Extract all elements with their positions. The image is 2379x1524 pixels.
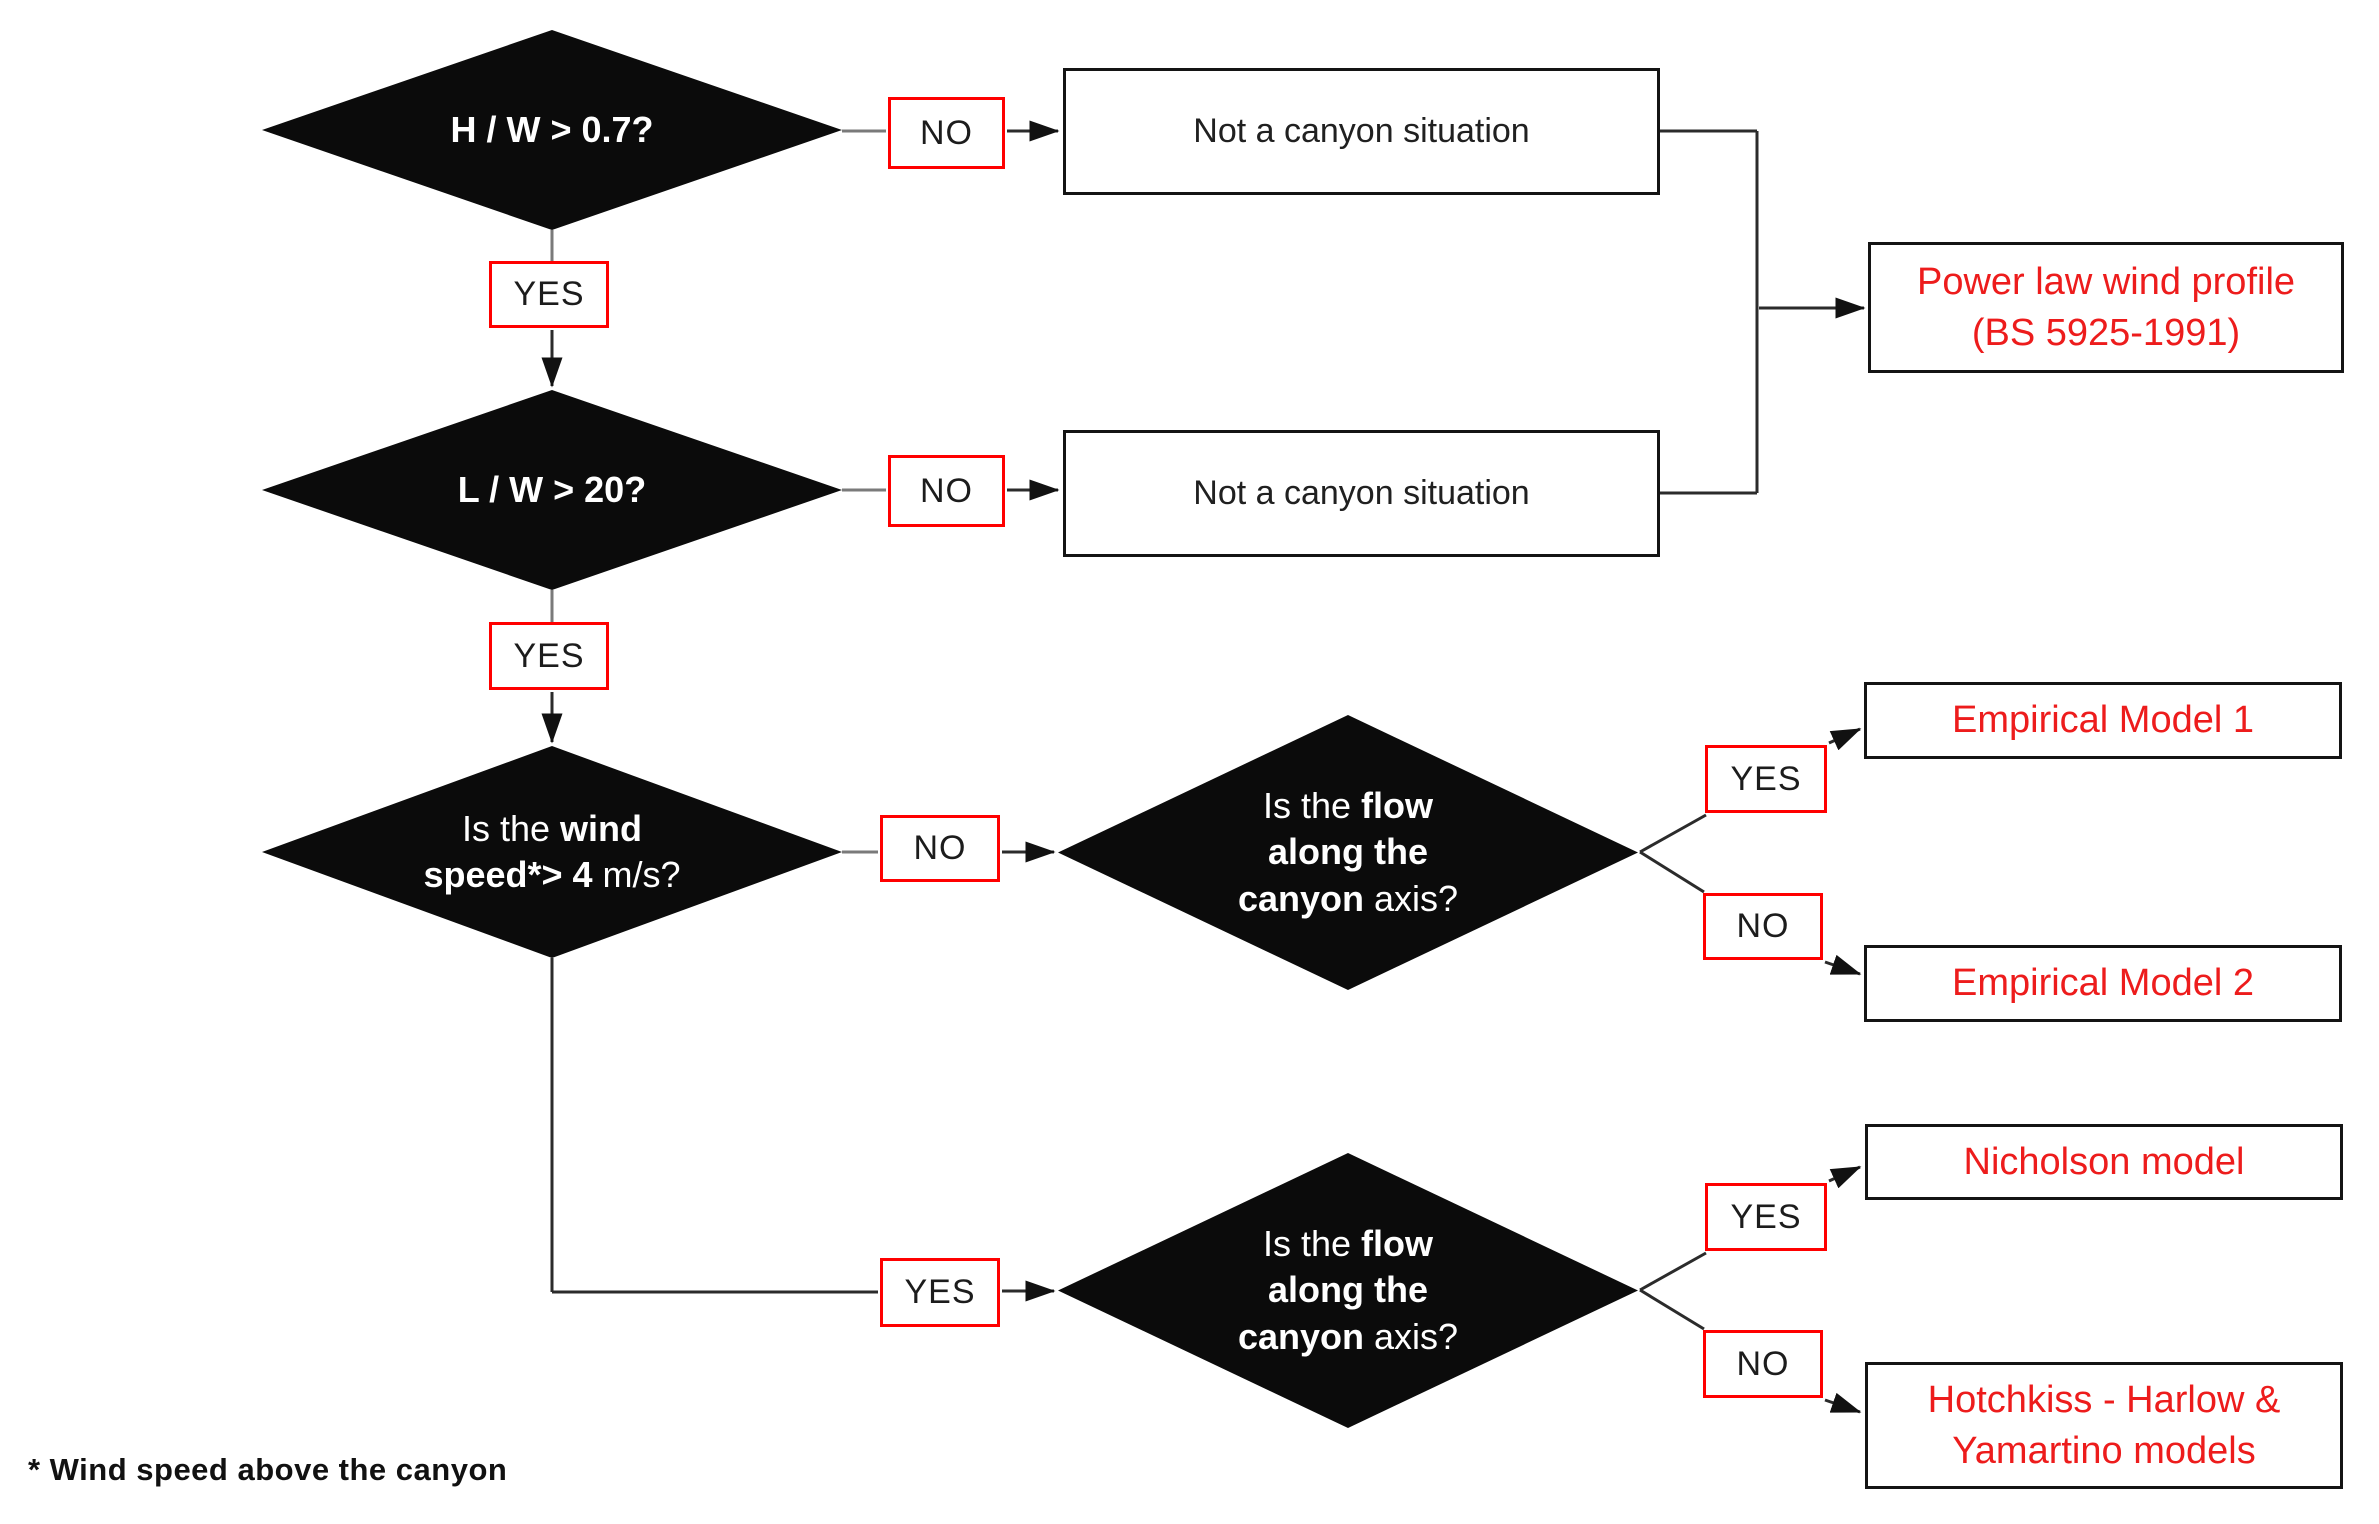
result-hotchkiss: Hotchkiss - Harlow & Yamartino models xyxy=(1865,1362,2343,1489)
label-yes-hw: YES xyxy=(489,261,609,328)
process-not-canyon-2: Not a canyon situation xyxy=(1063,430,1660,557)
arrow-lines xyxy=(541,120,1866,1414)
result-empirical-2-label: Empirical Model 2 xyxy=(1952,962,2254,1005)
label-yes-flow-upper: YES xyxy=(1705,745,1827,813)
decision-hw-label: H / W > 0.7? xyxy=(450,108,654,150)
decision-lw-label: L / W > 20? xyxy=(457,468,647,510)
stub-lines xyxy=(550,129,886,854)
process-not-canyon-1: Not a canyon situation xyxy=(1063,68,1660,195)
result-power-law-label: Power law wind profile (BS 5925-1991) xyxy=(1916,261,2296,354)
label-no-wind-speed: NO xyxy=(880,815,1000,882)
result-nicholson-label: Nicholson model xyxy=(1963,1140,2245,1183)
footnote-wind-speed: * Wind speed above the canyon xyxy=(28,1452,508,1487)
process-not-canyon-1-label: Not a canyon situation xyxy=(1193,112,1530,150)
label-yes-flow-lower: YES xyxy=(1705,1183,1827,1251)
result-power-law: Power law wind profile (BS 5925-1991) xyxy=(1868,242,2344,373)
label-no-flow-upper: NO xyxy=(1703,893,1823,960)
process-not-canyon-2-label: Not a canyon situation xyxy=(1193,474,1530,512)
label-no-lw: NO xyxy=(888,455,1005,527)
decision-flow-upper-label: Is the flow along the canyon axis? xyxy=(1237,785,1459,919)
label-yes-wind-speed: YES xyxy=(880,1258,1000,1327)
result-nicholson: Nicholson model xyxy=(1865,1124,2343,1200)
decision-flow-lower-label: Is the flow along the canyon axis? xyxy=(1237,1223,1459,1357)
result-empirical-2: Empirical Model 2 xyxy=(1864,945,2342,1022)
result-hotchkiss-label: Hotchkiss - Harlow & Yamartino models xyxy=(1927,1379,2281,1472)
decision-wind-label: Is the wind speed*> 4 m/s? xyxy=(423,807,681,895)
label-no-flow-lower: NO xyxy=(1703,1330,1823,1398)
label-no-hw: NO xyxy=(888,97,1005,169)
result-empirical-1: Empirical Model 1 xyxy=(1864,682,2342,759)
result-empirical-1-label: Empirical Model 1 xyxy=(1952,699,2254,742)
label-yes-lw: YES xyxy=(489,622,609,690)
plain-lines xyxy=(550,129,1759,1331)
